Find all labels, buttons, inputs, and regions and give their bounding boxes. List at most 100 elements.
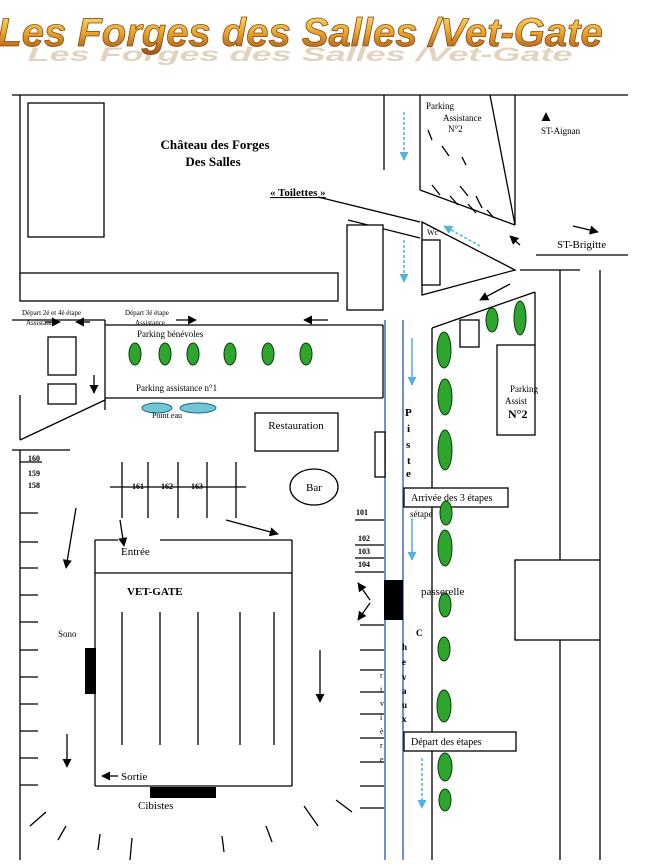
- tree-icon: [437, 752, 453, 782]
- tree-icon: [439, 500, 453, 526]
- tree-icon: [186, 342, 200, 366]
- sono-label: Sono: [58, 629, 77, 639]
- tree-icon: [513, 300, 527, 336]
- piste-letter: e: [406, 468, 411, 480]
- chevaux-letter: x: [402, 714, 407, 724]
- riviere-letter: i: [380, 713, 383, 722]
- bar-label: Bar: [306, 482, 322, 494]
- parking-assist-area: [496, 344, 536, 436]
- piste-letter: i: [407, 423, 410, 435]
- depart-3-label-line1: Départ 3é étape: [125, 309, 169, 317]
- depart-2-4-label-line2: Assistance: [26, 319, 56, 327]
- small-building: [47, 383, 77, 405]
- entree-label: Entrée: [121, 546, 150, 558]
- chevaux-letter: C: [416, 628, 423, 638]
- tree-icon: [436, 331, 452, 369]
- chevaux-letter: v: [402, 672, 407, 682]
- spot-101: 101: [356, 508, 368, 517]
- tree-icon: [223, 342, 237, 366]
- chateau-label-line1: Château des Forges: [160, 137, 269, 152]
- restauration-label: Restauration: [268, 420, 324, 432]
- spot-160: 160: [28, 454, 40, 463]
- depart-3-label-line2: Assistance: [135, 319, 165, 327]
- bottom-ticks: [29, 799, 353, 861]
- spot-163: 163: [191, 482, 203, 491]
- riviere-letter: i: [380, 685, 383, 694]
- passerelle-block: [384, 580, 403, 620]
- st-brigitte-label: ST-Brigitte: [557, 239, 606, 251]
- road-line: [419, 189, 516, 226]
- chateau-block: [27, 102, 105, 238]
- parking-left-stripes: [20, 461, 42, 786]
- spot-161: 161: [132, 482, 144, 491]
- wc-block: [421, 239, 441, 286]
- banner: Les Forges des Salles /Vet-Gate Les Forg…: [0, 11, 603, 66]
- chateau-label-line2: Des Salles: [185, 154, 240, 169]
- chevaux-letter: u: [402, 700, 407, 710]
- piste-letter: P: [405, 407, 412, 419]
- bar-circle: [289, 468, 339, 506]
- parking-assist-label-line1: Parking: [510, 384, 538, 394]
- small-building: [47, 336, 77, 376]
- tree-icon: [437, 529, 453, 567]
- riviere-letter: e: [380, 755, 384, 764]
- banner-shadow: Les Forges des Salles /Vet-Gate: [28, 44, 573, 66]
- tree-icon: [438, 788, 452, 812]
- chevaux-letter: h: [402, 642, 407, 652]
- chevaux-label: C h e v a u x: [402, 628, 423, 724]
- arrivee-label: Arrivée des 3 étapes: [411, 493, 492, 504]
- parking-assist-label-line3: N°2: [508, 407, 527, 421]
- spot-162: 162: [161, 482, 173, 491]
- tree-icon: [437, 429, 453, 471]
- road-junction: [514, 559, 601, 641]
- piste-letter: t: [407, 455, 411, 467]
- depart-etapes-label: Départ des étapes: [411, 737, 482, 748]
- piste-letter: s: [406, 439, 411, 451]
- toilettes-label: « Toilettes »: [270, 187, 326, 199]
- tree-icon: [437, 378, 453, 416]
- wc-label: Wc: [427, 228, 439, 237]
- tree-icon: [438, 592, 452, 618]
- parking-assistance2-label-line2: Assistance: [443, 113, 482, 123]
- parking-stripes: [427, 129, 495, 219]
- chevaux-letter: e: [402, 657, 406, 667]
- vet-gate-label: VET-GATE: [127, 586, 183, 598]
- point-eau-2: [179, 402, 217, 414]
- spot-159: 159: [28, 469, 40, 478]
- parking-assistance2-label-line1: Parking: [426, 101, 454, 111]
- riviere-letter: r: [380, 671, 383, 680]
- flow-arrows: [399, 112, 481, 809]
- point-eau-1: [141, 402, 173, 414]
- setape-label: sétape: [410, 509, 433, 519]
- spot-103: 103: [358, 547, 370, 556]
- spot-158: 158: [28, 481, 40, 490]
- st-aignan-label: ST-Aignan: [541, 126, 581, 136]
- depart-2-4-label-line1: Départ 2é et 4é étape: [22, 309, 81, 317]
- tree-icon: [128, 342, 142, 366]
- piste-label: P i s t e: [405, 407, 412, 480]
- riviere-letter: v: [380, 699, 384, 708]
- cibistes-label: Cibistes: [138, 800, 173, 812]
- depart-etapes-box: [403, 731, 517, 752]
- cibistes-block: [150, 787, 216, 798]
- arrivee-box: [403, 487, 509, 508]
- chevaux-letter: a: [402, 686, 407, 696]
- spot-104: 104: [358, 560, 370, 569]
- point-eau-label: Point eau: [152, 411, 182, 420]
- field-bar: [19, 272, 339, 302]
- road-line: [347, 219, 421, 239]
- parking-right-stripes: [355, 519, 384, 809]
- tree-icon: [436, 689, 452, 723]
- tree-icon: [485, 307, 499, 333]
- tree-icon: [158, 342, 172, 366]
- sono-block: [85, 648, 96, 694]
- riviere-label: r i v i è r e: [380, 671, 384, 764]
- road-line: [19, 399, 106, 441]
- parking-assist-label-line2: Assist: [505, 396, 528, 406]
- tree-icon: [437, 636, 451, 662]
- parking-assistance1-label: Parking assistance n°1: [136, 383, 217, 393]
- restauration-block: [254, 412, 339, 452]
- road-line: [431, 291, 536, 329]
- spot-102: 102: [358, 534, 370, 543]
